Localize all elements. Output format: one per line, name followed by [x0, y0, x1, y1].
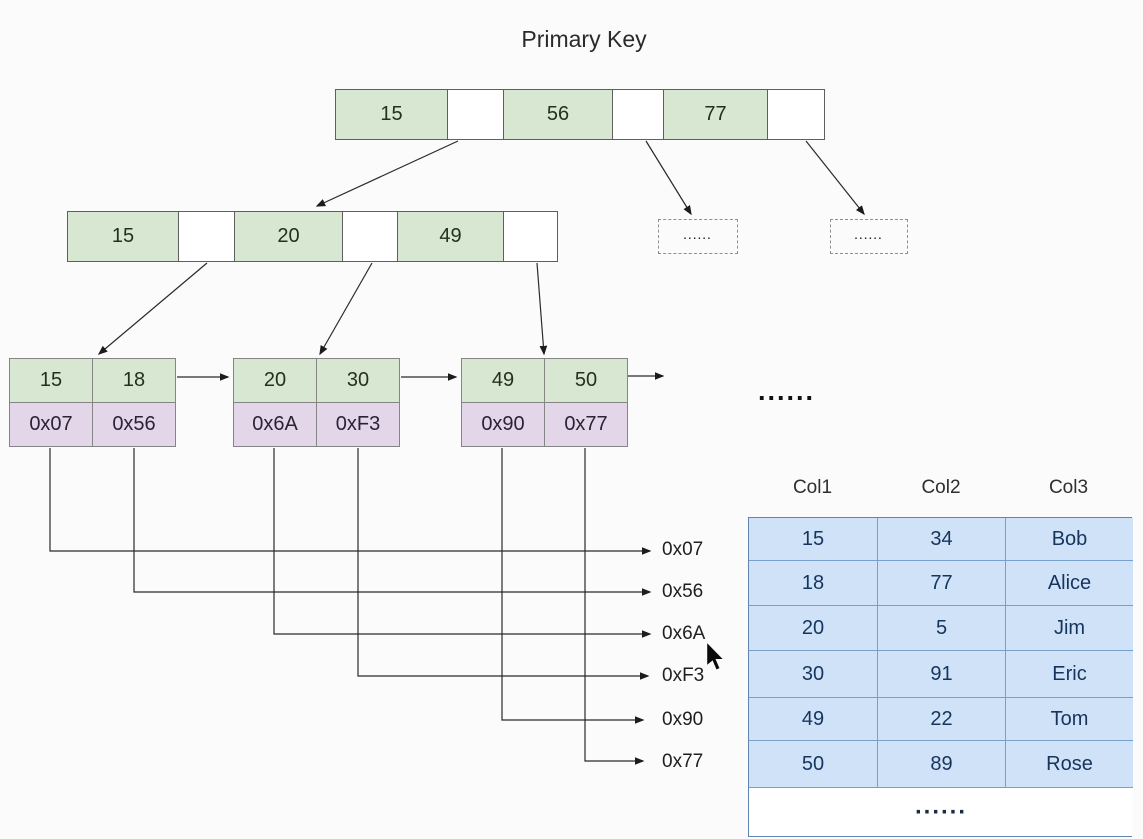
- internal-key-cell: 15: [67, 211, 179, 262]
- internal-key-cell: 20: [234, 211, 343, 262]
- leaf-pointer-cell: 0x6A: [233, 402, 317, 447]
- table-header: Col3: [1048, 477, 1089, 498]
- table-cell: Rose: [1006, 741, 1133, 788]
- leaf-pointer-cell: 0x07: [9, 402, 93, 447]
- table-cell: 91: [878, 651, 1006, 698]
- leaf-pointer-cell: 0x56: [92, 402, 176, 447]
- leaf-key-cell: 20: [233, 358, 317, 403]
- placeholder-node-left: ......: [658, 219, 738, 254]
- internal-key-cell: 49: [397, 211, 504, 262]
- leaf-key-cell: 49: [461, 358, 545, 403]
- root-key-cell: 77: [663, 89, 768, 140]
- table-ellipsis-row: ......: [749, 788, 1133, 836]
- leaf-node-1: 15 18 0x07 0x56: [9, 358, 176, 447]
- address-label: 0x90: [662, 709, 704, 730]
- table-cell: Jim: [1006, 606, 1133, 651]
- table-cell: 49: [749, 698, 878, 741]
- table-cell: 22: [878, 698, 1006, 741]
- address-label: 0x07: [662, 539, 704, 560]
- root-pointer-cell: [767, 89, 825, 140]
- address-label: 0x56: [662, 581, 704, 602]
- table-cell: 50: [749, 741, 878, 788]
- table-cell: 18: [749, 561, 878, 606]
- root-pointer-cell: [612, 89, 664, 140]
- table-cell: 20: [749, 606, 878, 651]
- root-pointer-cell: [447, 89, 504, 140]
- table-cell: 34: [878, 518, 1006, 561]
- leaf-key-cell: 50: [544, 358, 628, 403]
- table-cell: 89: [878, 741, 1006, 788]
- root-node: 15 56 77: [335, 89, 825, 140]
- address-label: 0x77: [662, 751, 704, 772]
- table-header: Col2: [921, 477, 961, 498]
- internal-pointer-cell: [503, 211, 558, 262]
- leaf-node-2: 20 30 0x6A 0xF3: [233, 358, 400, 447]
- root-key-cell: 56: [503, 89, 613, 140]
- table-header: Col1: [792, 477, 833, 498]
- table-cell: 77: [878, 561, 1006, 606]
- diagram-title: Primary Key: [521, 26, 647, 52]
- internal-pointer-cell: [342, 211, 398, 262]
- leaf-key-cell: 18: [92, 358, 176, 403]
- table-cell: 15: [749, 518, 878, 561]
- leaf-pointer-cell: 0x77: [544, 402, 628, 447]
- table-cell: Eric: [1006, 651, 1133, 698]
- table-cell: 30: [749, 651, 878, 698]
- table-cell: Bob: [1006, 518, 1133, 561]
- leaf-pointer-cell: 0x90: [461, 402, 545, 447]
- internal-pointer-cell: [178, 211, 235, 262]
- leaf-ellipsis: ......: [758, 376, 816, 406]
- table-cell: 5: [878, 606, 1006, 651]
- address-label: 0xF3: [662, 665, 705, 686]
- leaf-key-cell: 15: [9, 358, 93, 403]
- table-cell: Tom: [1006, 698, 1133, 741]
- table-header-row: Col1 Col2 Col3: [748, 477, 1132, 499]
- address-label: 0x6A: [662, 623, 706, 644]
- leaf-key-cell: 30: [316, 358, 400, 403]
- table-cell: Alice: [1006, 561, 1133, 606]
- placeholder-node-right: ......: [830, 219, 908, 254]
- internal-node: 15 20 49: [67, 211, 558, 262]
- data-table: 15 34 Bob 18 77 Alice 20 5 Jim 30 91 Eri…: [748, 517, 1133, 837]
- root-key-cell: 15: [335, 89, 448, 140]
- leaf-node-3: 49 50 0x90 0x77: [461, 358, 628, 447]
- leaf-pointer-cell: 0xF3: [316, 402, 400, 447]
